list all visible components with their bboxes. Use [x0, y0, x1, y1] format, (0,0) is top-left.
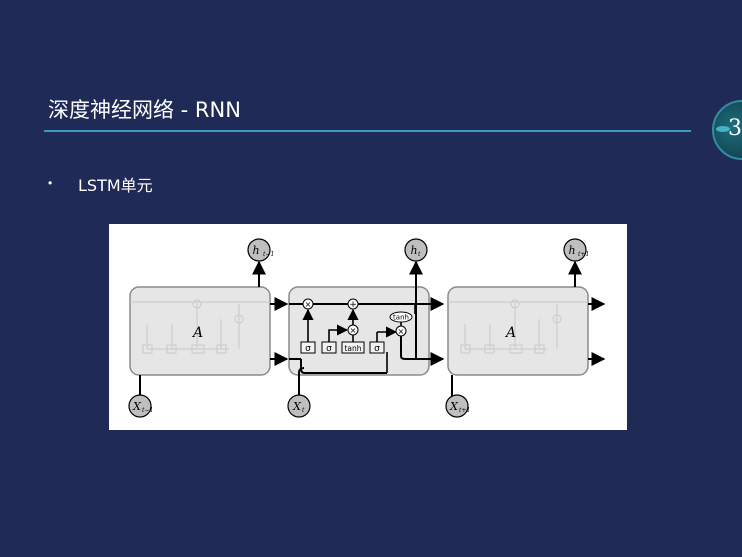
multiply-input-op: × [347, 324, 359, 336]
bullet-marker: • [48, 176, 53, 190]
add-op: + [347, 298, 359, 310]
slide-title: 深度神经网络 - RNN [48, 98, 241, 122]
lstm-cell-next: A [447, 286, 589, 376]
badge-swoosh-icon [716, 126, 730, 132]
svg-text:σ: σ [326, 344, 332, 354]
svg-text:+: + [349, 300, 357, 310]
svg-text:×: × [305, 300, 312, 309]
input-node-prev: X t−1 [128, 394, 153, 418]
svg-text:t−1: t−1 [263, 251, 274, 258]
tanh-op: tanh [389, 311, 413, 323]
hidden-state-line [400, 336, 445, 366]
output-node-next: h t+1 [563, 238, 589, 262]
svg-text:t: t [418, 251, 421, 258]
svg-text:×: × [350, 326, 357, 335]
gate-output: σ [369, 341, 385, 354]
lstm-diagram-svg: A σ σ [128, 238, 606, 418]
svg-text:X: X [292, 400, 302, 413]
multiply-forget-op: × [302, 298, 314, 310]
bullet-text: LSTM单元 [78, 176, 153, 195]
gate-forget: σ [300, 341, 316, 354]
lstm-diagram: A σ σ [109, 224, 627, 430]
multiply-output-op: × [395, 325, 407, 337]
page-number: 3 [728, 116, 742, 141]
input-node-current: X t [287, 394, 311, 418]
gate-input: σ [321, 341, 337, 354]
gate-candidate: tanh [341, 341, 365, 354]
svg-text:σ: σ [305, 344, 311, 354]
svg-text:h: h [568, 244, 575, 257]
lstm-cell-prev: A [129, 286, 271, 376]
cell-label-next: A [504, 325, 516, 341]
cell-label-prev: A [191, 325, 203, 341]
svg-text:×: × [398, 327, 405, 336]
svg-text:X: X [132, 400, 142, 413]
svg-text:t−1: t−1 [142, 407, 153, 414]
svg-text:tanh: tanh [393, 314, 409, 322]
svg-text:h: h [252, 244, 259, 257]
svg-text:h: h [410, 244, 417, 257]
output-node-prev: h t−1 [247, 238, 274, 262]
svg-text:t+1: t+1 [459, 407, 470, 414]
svg-text:tanh: tanh [344, 344, 361, 353]
svg-text:X: X [449, 400, 459, 413]
output-node-current: h t [404, 238, 428, 262]
title-divider [44, 130, 691, 132]
svg-text:t: t [302, 407, 305, 414]
input-node-next: X t+1 [445, 394, 470, 418]
svg-text:σ: σ [374, 344, 380, 354]
svg-text:t+1: t+1 [578, 251, 589, 258]
